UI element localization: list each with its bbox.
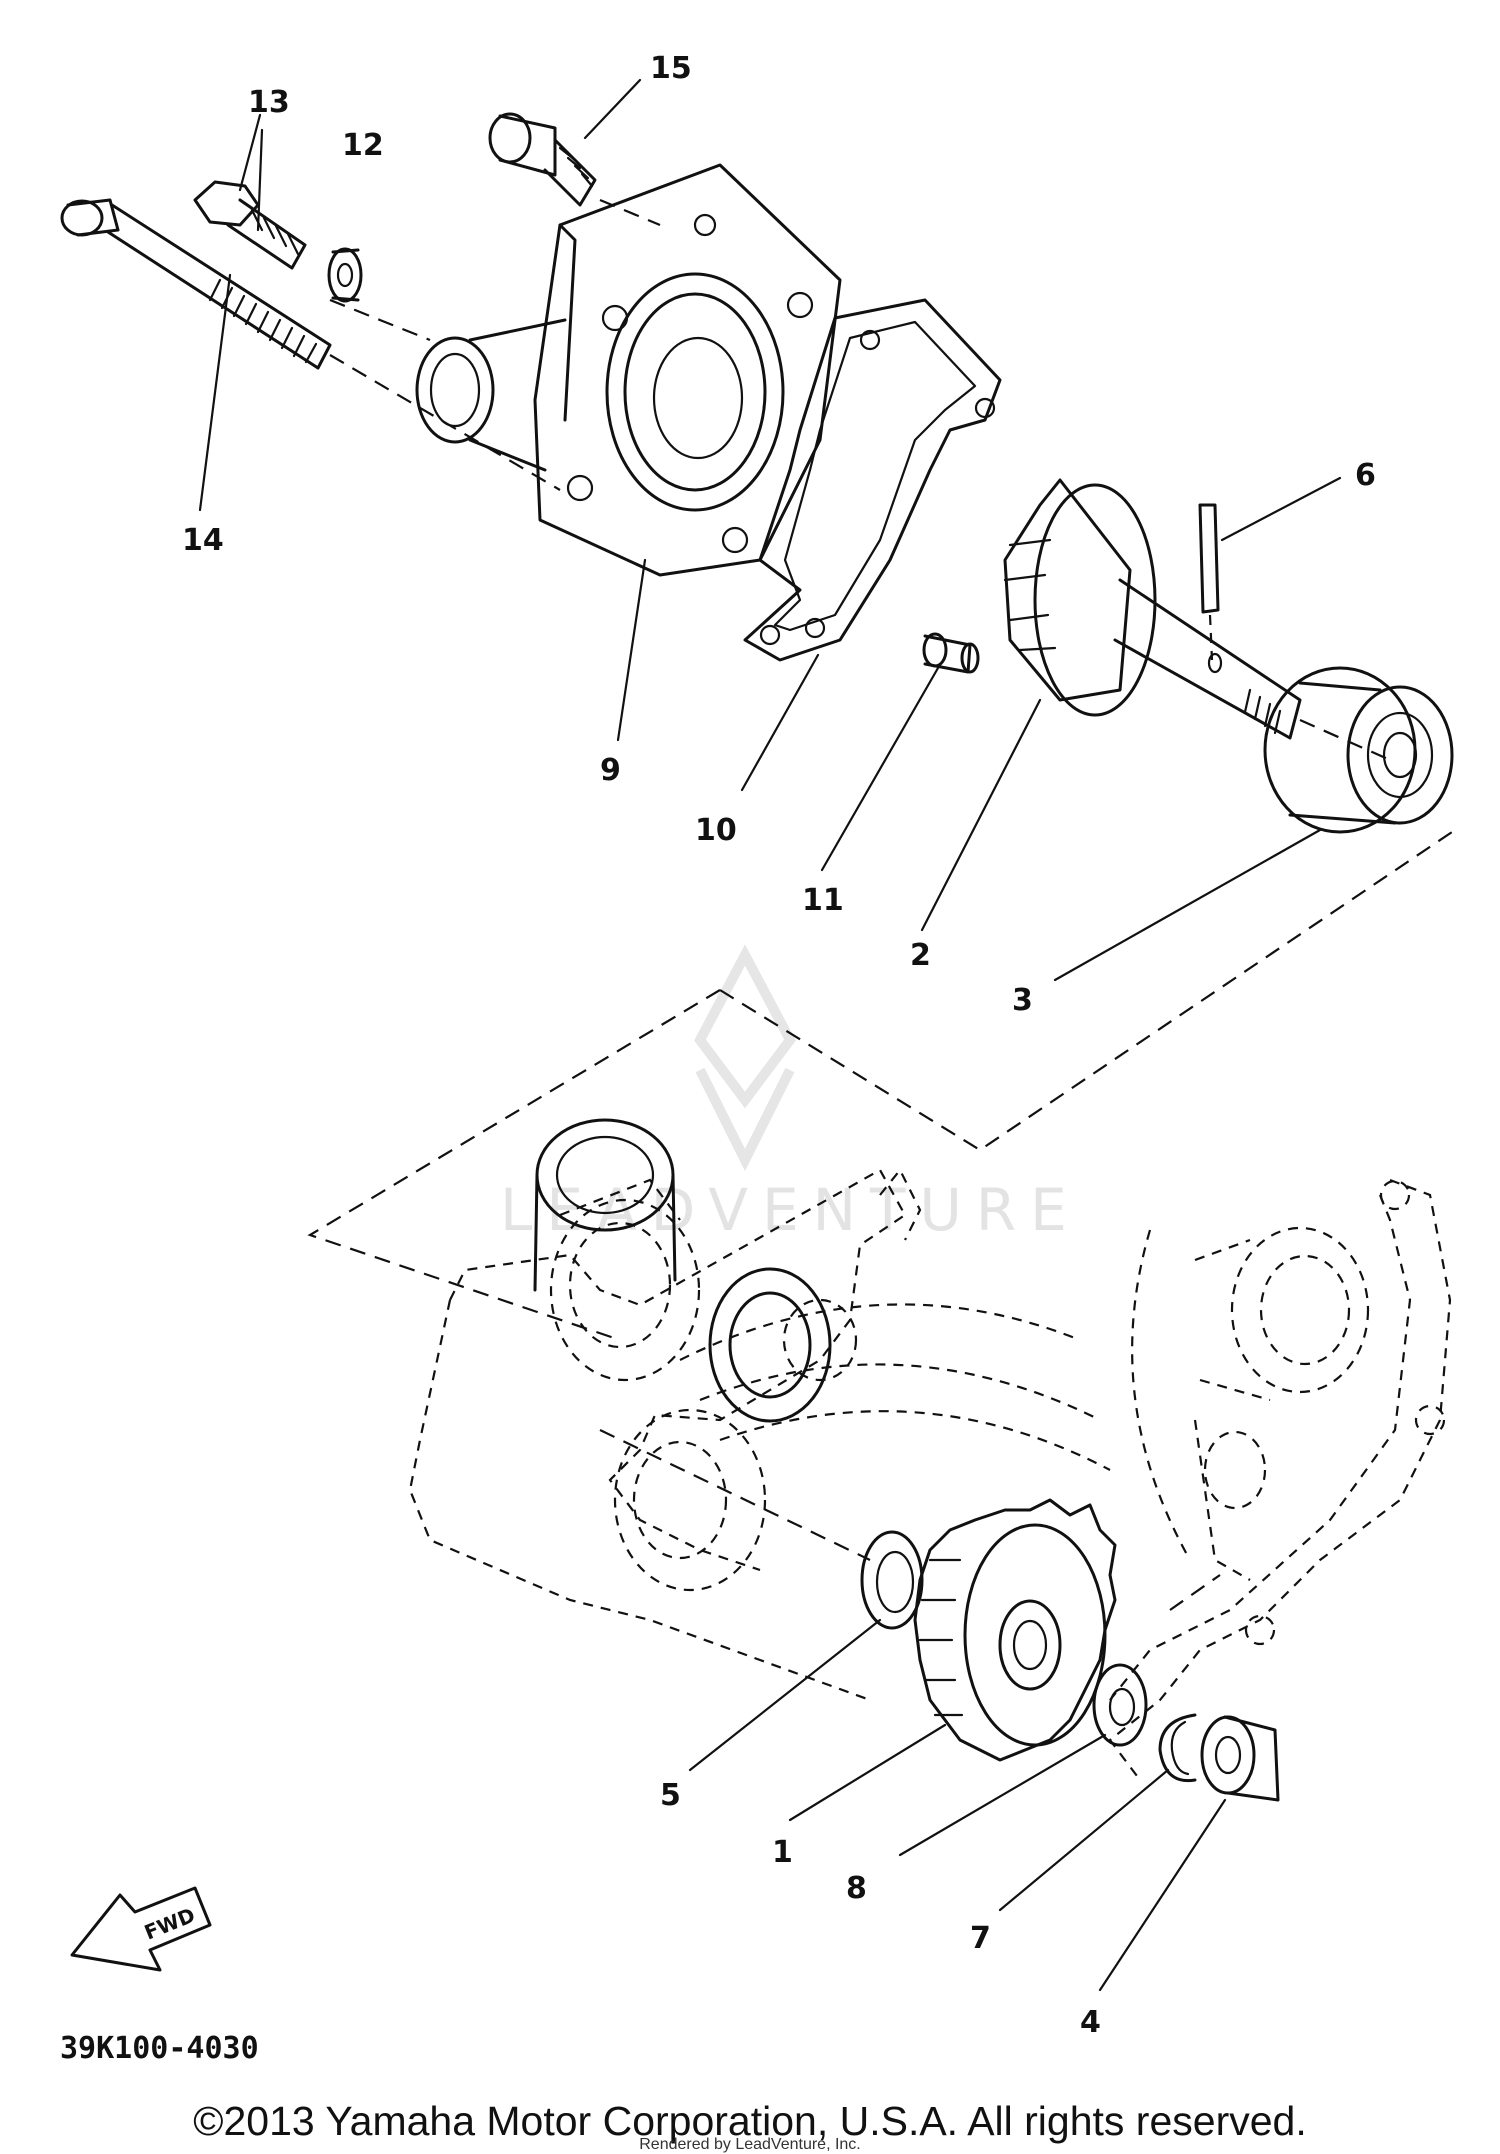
- circlip-7[interactable]: [1158, 1713, 1197, 1783]
- gasket-10[interactable]: [743, 298, 1002, 662]
- bolt-13[interactable]: [193, 180, 307, 270]
- callout-10: 10: [695, 813, 737, 848]
- callout-3: 3: [1012, 983, 1033, 1018]
- bolt-14[interactable]: [60, 198, 332, 370]
- seal-3[interactable]: [1263, 666, 1454, 834]
- callout-7: 7: [970, 1921, 991, 1956]
- washer-8[interactable]: [1092, 1663, 1148, 1747]
- callout-11: 11: [802, 883, 844, 918]
- callout-9: 9: [600, 753, 621, 788]
- fwd-arrow-icon: FWD: [70, 1886, 212, 1972]
- callout-1: 1: [772, 1835, 793, 1870]
- callout-5: 5: [660, 1778, 681, 1813]
- crankcase-housing: [408, 1167, 1452, 1781]
- pin-6[interactable]: [1198, 503, 1220, 661]
- gear-1[interactable]: [913, 1498, 1117, 1762]
- diagram-code: 39K100-4030: [60, 2031, 259, 2066]
- dowel-pin-11[interactable]: [922, 632, 980, 674]
- callout-2: 2: [910, 938, 931, 973]
- callout-15: 15: [650, 51, 692, 86]
- callout-12: 12: [342, 128, 384, 163]
- callout-14: 14: [182, 523, 224, 558]
- washer-12[interactable]: [327, 247, 363, 303]
- callout-4: 4: [1080, 2005, 1101, 2040]
- callout-6: 6: [1355, 458, 1376, 493]
- watermark: LEADVENTURE: [500, 944, 1067, 1244]
- rendered-by-notice: Rendered by LeadVenture, Inc.: [639, 2136, 861, 2153]
- fwd-label: FWD: [141, 1903, 199, 1945]
- copyright-notice: ©2013 Yamaha Motor Corporation, U.S.A. A…: [193, 2098, 1307, 2144]
- crankcase-boss: [533, 1118, 832, 1423]
- leader-lines: [198, 78, 1342, 1992]
- bolt-15[interactable]: [488, 112, 597, 207]
- impeller-2[interactable]: [1003, 478, 1302, 740]
- washer-5[interactable]: [860, 1530, 924, 1630]
- collar-4[interactable]: [1200, 1715, 1280, 1802]
- callout-13: 13: [248, 85, 290, 120]
- callout-8: 8: [846, 1871, 867, 1906]
